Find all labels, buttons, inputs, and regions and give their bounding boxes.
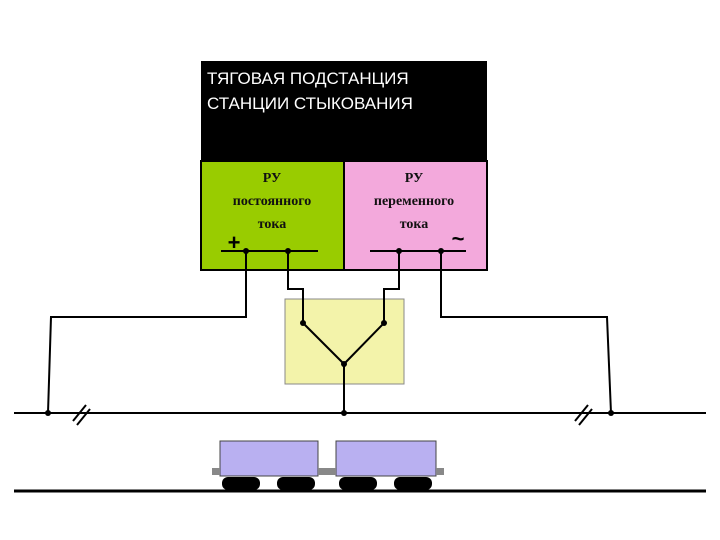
- dc-switchgear-label-line2: постоянного: [233, 194, 311, 209]
- contact-node-center: [341, 410, 347, 416]
- train: [212, 440, 444, 490]
- wheel-bogie-2: [277, 477, 315, 490]
- substation-title-line1: ТЯГОВАЯ ПОДСТАНЦИЯ: [207, 69, 409, 88]
- contact-node-left: [45, 410, 51, 416]
- ac-tilde-symbol: ~: [452, 226, 465, 251]
- ac-right-feeder: [440, 251, 612, 414]
- contact-wire: [14, 404, 706, 426]
- selector-center-node: [341, 361, 347, 367]
- ac-switchgear-label-line3: тока: [400, 217, 429, 232]
- contact-wire-nodes: [45, 410, 614, 416]
- section-insulator-left-a: [72, 404, 87, 422]
- ac-switchgear-label-line2: переменного: [374, 194, 454, 209]
- ac-switchgear-label-line1: РУ: [405, 171, 423, 186]
- section-insulator-right-b: [578, 408, 593, 426]
- dc-left-feeder: [47, 251, 247, 414]
- ac-to-selector-feeder: [383, 251, 400, 323]
- dc-switchgear-label-line3: тока: [258, 217, 287, 232]
- wheel-bogie-1: [222, 477, 260, 490]
- dc-to-selector-feeder: [287, 251, 304, 323]
- substation-header: [201, 61, 487, 161]
- wagon-body-left: [219, 440, 319, 477]
- wheel-bogie-3: [339, 477, 377, 490]
- wagon-body-right: [335, 440, 437, 477]
- section-insulator-left-b: [76, 408, 91, 426]
- dc-tap-left: [243, 248, 249, 254]
- substation-title-line2: СТАНЦИИ СТЫКОВАНИЯ: [207, 94, 413, 113]
- section-insulator-right-a: [574, 404, 589, 422]
- feeder-wiring: [47, 251, 612, 414]
- busbar-taps: [243, 248, 444, 254]
- coupler-front: [212, 468, 220, 475]
- dc-switchgear-label-line1: РУ: [263, 171, 281, 186]
- selector-right-arm: [343, 322, 385, 365]
- wheel-bogie-4: [394, 477, 432, 490]
- dc-tap-right: [285, 248, 291, 254]
- coupler-middle: [318, 468, 336, 475]
- dc-plus-symbol: +: [228, 230, 241, 255]
- ac-tap-right: [438, 248, 444, 254]
- substation-block: ТЯГОВАЯ ПОДСТАНЦИЯ СТАНЦИИ СТЫКОВАНИЯ РУ…: [200, 61, 488, 271]
- ac-tap-left: [396, 248, 402, 254]
- contact-node-right: [608, 410, 614, 416]
- coupler-rear: [436, 468, 444, 475]
- selector-left-arm: [302, 322, 345, 365]
